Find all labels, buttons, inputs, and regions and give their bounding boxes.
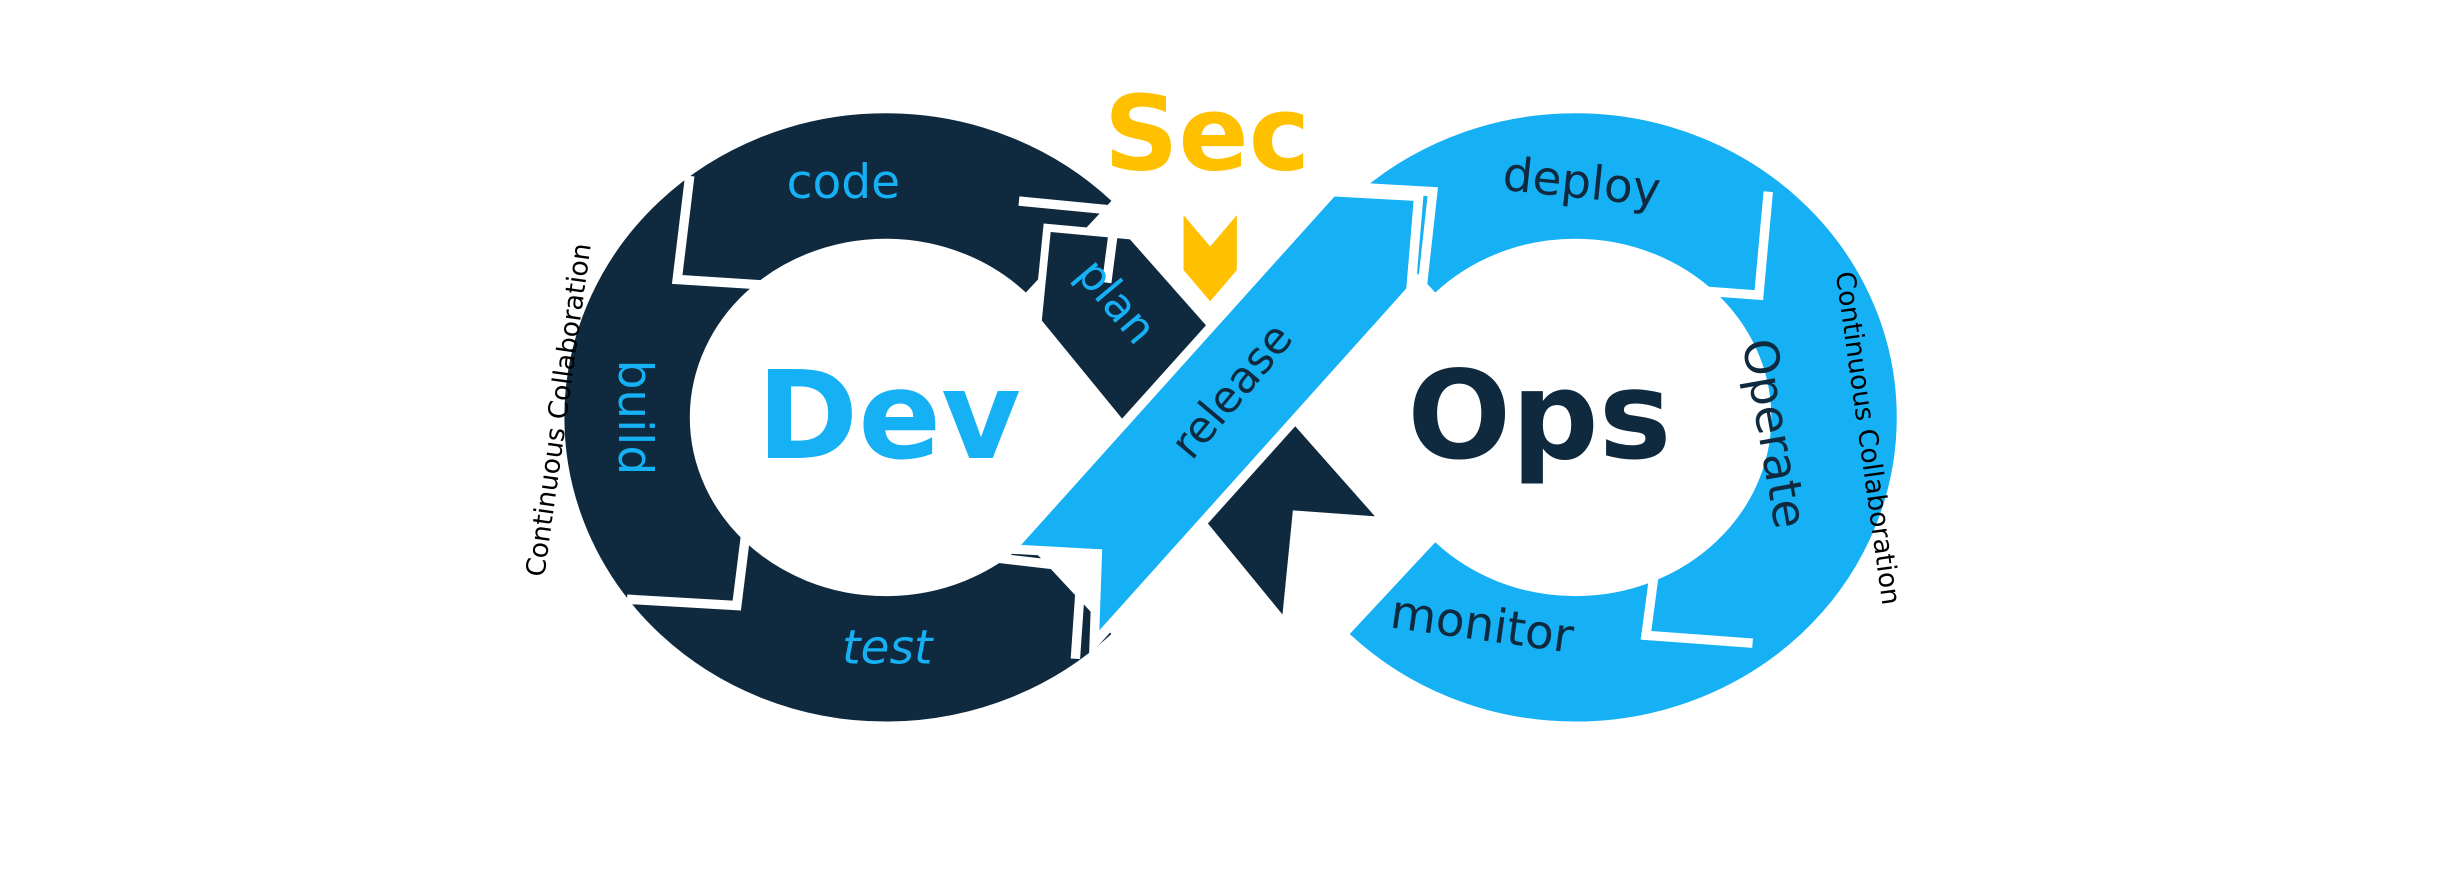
ops-loop [1349,113,1897,722]
segment-separators [626,175,1773,660]
stage-build: build [607,360,662,476]
sec-label: Sec [1104,75,1310,195]
stage-test: test [842,621,934,676]
release-band [1001,186,1424,656]
stage-code: code [787,155,900,210]
chevron-down-icon [1183,215,1237,302]
dev-label: Dev [757,345,1021,487]
dev-loop [564,113,1112,722]
ops-label: Ops [1407,345,1671,487]
